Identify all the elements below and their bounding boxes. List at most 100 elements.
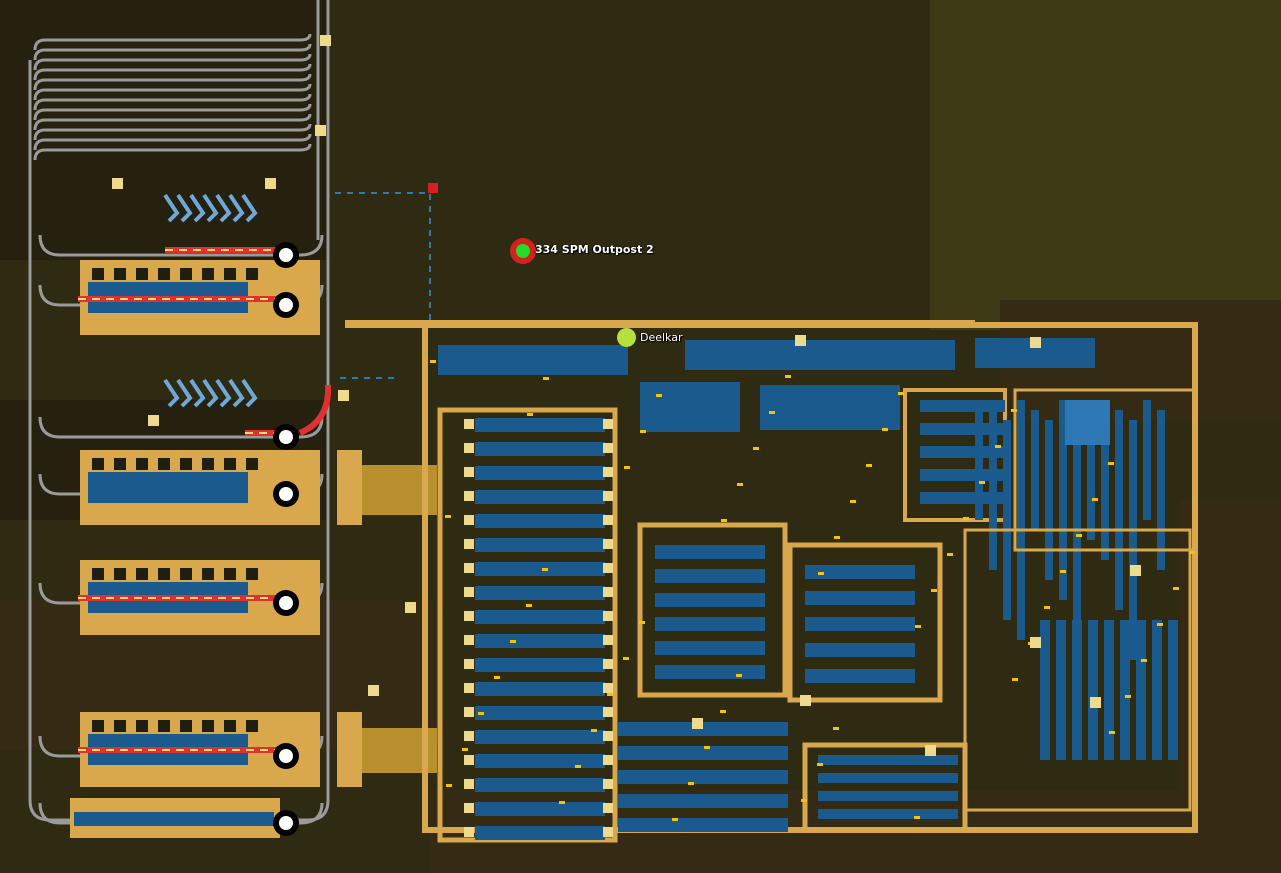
assembler-block: [760, 385, 900, 430]
belt-segment: [1141, 659, 1147, 662]
pole: [464, 779, 474, 789]
belt-segment: [445, 515, 451, 518]
assembler-column: [1101, 400, 1109, 560]
furnace-row: [475, 610, 605, 624]
outpost-tag-icon[interactable]: [510, 238, 536, 264]
machine: [114, 268, 126, 280]
assembler-column: [1152, 620, 1162, 760]
assembler-column: [989, 410, 997, 570]
terrain-patch: [930, 0, 1281, 330]
inserter-array: [163, 193, 180, 223]
sub-frame: [1013, 388, 1197, 552]
assembler-row: [805, 591, 915, 605]
power-pole: [112, 178, 123, 189]
player-dot-icon: [617, 328, 636, 347]
power-pole: [405, 602, 416, 613]
belt-segment: [866, 464, 872, 467]
power-pole: [338, 390, 349, 401]
pole: [603, 659, 613, 669]
assembler-column: [1115, 410, 1123, 610]
machine: [92, 458, 104, 470]
belt-segment: [704, 746, 710, 749]
belt-segment: [478, 712, 484, 715]
power-pole: [925, 745, 936, 756]
rail-track: [33, 103, 312, 121]
outpost-tag-label[interactable]: 334 SPM Outpost 2: [535, 243, 654, 256]
pole: [603, 779, 613, 789]
pole: [464, 803, 474, 813]
power-pole: [1130, 565, 1141, 576]
pole: [464, 635, 474, 645]
belt-segment: [963, 517, 969, 520]
assembler-row: [685, 340, 955, 370]
pole: [603, 707, 613, 717]
machine: [246, 268, 258, 280]
furnace-row: [475, 682, 605, 696]
belt-segment: [753, 447, 759, 450]
belt-segment: [1189, 551, 1195, 554]
power-pole: [800, 695, 811, 706]
pole: [464, 707, 474, 717]
assembler-row: [818, 755, 958, 765]
furnace-row: [475, 418, 605, 432]
train-stop-icon: [279, 248, 293, 262]
pole: [603, 491, 613, 501]
assembler-column: [1120, 620, 1130, 760]
pole: [464, 683, 474, 693]
assembler-column: [1056, 620, 1066, 760]
furnace-row: [475, 562, 605, 576]
belt-segment: [623, 657, 629, 660]
assembler-row: [920, 400, 1005, 412]
rail-track: [33, 33, 312, 51]
pole: [603, 683, 613, 693]
inserter-array: [241, 193, 258, 223]
machine-row: [74, 812, 274, 826]
assembler-row: [618, 794, 788, 808]
belt-segment: [1125, 695, 1131, 698]
assembler-row: [920, 423, 1005, 435]
pole: [464, 659, 474, 669]
power-pole: [692, 718, 703, 729]
sub-frame: [963, 528, 1192, 812]
rail-track: [38, 416, 324, 439]
pole: [603, 803, 613, 813]
pole: [464, 731, 474, 741]
belt-segment: [559, 801, 565, 804]
assembler-column: [1059, 400, 1067, 600]
assembler-column: [1157, 410, 1165, 570]
belt-segment: [721, 519, 727, 522]
train-stop-icon: [279, 298, 293, 312]
inserter-array: [228, 193, 245, 223]
furnace-row: [475, 514, 605, 528]
machine: [158, 720, 170, 732]
pole: [603, 587, 613, 597]
belt-segment: [769, 411, 775, 414]
rail-track: [33, 73, 312, 91]
train-stop-icon: [279, 816, 293, 830]
belt-segment: [785, 375, 791, 378]
rail-track: [33, 133, 312, 151]
assembler-row: [655, 665, 765, 679]
pole: [464, 587, 474, 597]
inserter-array: [176, 378, 193, 408]
rail-track: [33, 53, 312, 71]
power-pole: [1090, 697, 1101, 708]
machine: [114, 720, 126, 732]
belt-segment: [543, 377, 549, 380]
machine: [224, 268, 236, 280]
belt-segment: [575, 765, 581, 768]
machine: [202, 568, 214, 580]
train: [298, 384, 332, 436]
pole: [464, 467, 474, 477]
machine: [202, 458, 214, 470]
assembler-column: [975, 400, 983, 520]
inserter-array: [163, 378, 180, 408]
pole: [464, 491, 474, 501]
furnace-row: [475, 442, 605, 456]
assembler-row: [818, 809, 958, 819]
belt-segment: [833, 727, 839, 730]
assembler-column: [1003, 420, 1011, 620]
machine: [246, 568, 258, 580]
